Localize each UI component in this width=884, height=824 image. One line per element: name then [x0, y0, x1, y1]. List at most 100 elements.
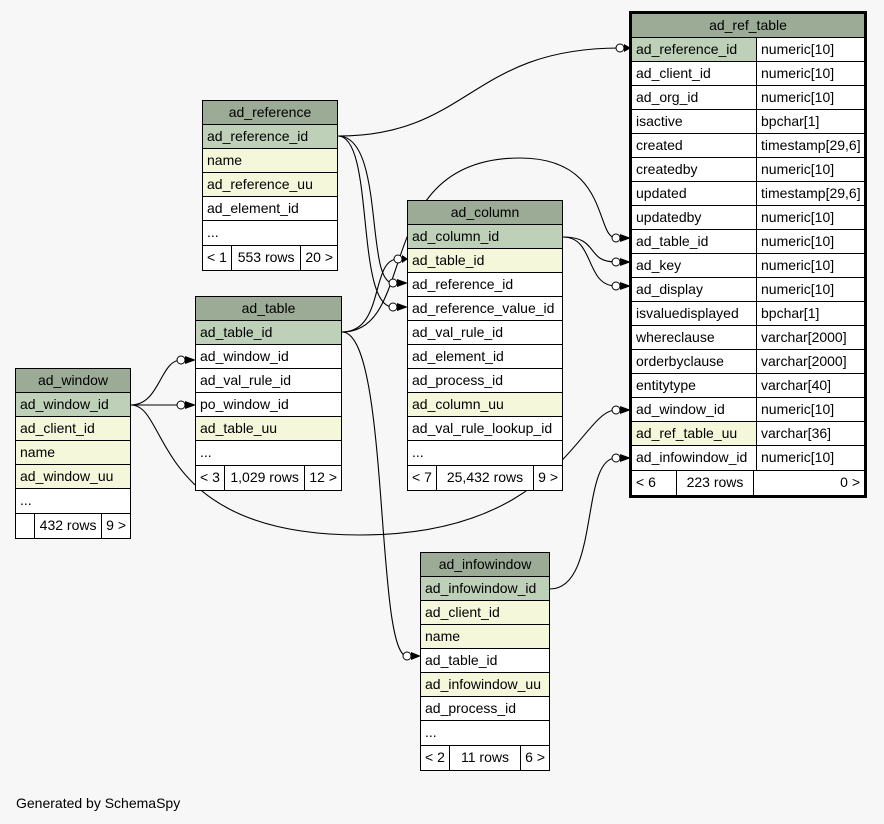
- column-row[interactable]: ad_element_id: [203, 197, 337, 221]
- column-row[interactable]: ad_client_id: [421, 601, 549, 625]
- column-row[interactable]: name: [203, 149, 337, 173]
- edge-ref-table-key: [562, 236, 617, 263]
- column-name: ad_reference_uu: [203, 173, 337, 196]
- column-row[interactable]: ad_reference_id: [408, 273, 562, 297]
- column-name: ad_window_id: [632, 398, 756, 421]
- column-name: isactive: [632, 110, 756, 133]
- children-count[interactable]: 9 >: [533, 466, 562, 490]
- column-row[interactable]: ad_table_id: [408, 249, 562, 273]
- column-name: ad_element_id: [408, 345, 562, 368]
- column-row[interactable]: ...: [16, 489, 130, 513]
- children-count[interactable]: 0 >: [753, 471, 864, 495]
- children-count[interactable]: 20 >: [300, 246, 337, 270]
- row-count: 25,432 rows: [435, 466, 533, 490]
- column-row[interactable]: ad_process_id: [421, 697, 549, 721]
- edge-ref-table-table: [341, 157, 617, 333]
- column-name: name: [203, 149, 337, 172]
- column-row[interactable]: ad_element_id: [408, 345, 562, 369]
- column-row[interactable]: ad_infowindow_id: [421, 577, 549, 601]
- column-name: ad_val_rule_id: [408, 321, 562, 344]
- column-row[interactable]: ad_table_id: [196, 321, 341, 345]
- column-row[interactable]: ad_val_rule_lookup_id: [408, 417, 562, 441]
- column-name: ad_client_id: [16, 417, 130, 440]
- children-count[interactable]: 6 >: [520, 746, 549, 770]
- parents-count[interactable]: < 3: [200, 469, 220, 485]
- column-row[interactable]: ad_table_id: [421, 649, 549, 673]
- column-row[interactable]: ad_infowindow_uu: [421, 673, 549, 697]
- column-row[interactable]: ad_process_id: [408, 369, 562, 393]
- table-title: ad_column: [408, 201, 562, 225]
- column-row[interactable]: ad_window_uu: [16, 465, 130, 489]
- column-row[interactable]: ad_reference_value_id: [408, 297, 562, 321]
- column-row[interactable]: ...: [408, 441, 562, 465]
- parents-count[interactable]: < 6: [636, 474, 656, 490]
- parents-count[interactable]: [16, 514, 34, 538]
- row-count: 553 rows: [230, 246, 301, 270]
- column-row[interactable]: ...: [203, 221, 337, 245]
- column-type: numeric[10]: [756, 206, 864, 229]
- table-footer: < 6 223 rows 0 >: [632, 471, 864, 495]
- table-title: ad_ref_table: [632, 14, 864, 38]
- column-name: ad_display: [632, 278, 756, 301]
- column-name: ad_table_id: [408, 249, 562, 272]
- table-footer: < 2 11 rows 6 >: [421, 746, 549, 770]
- column-row[interactable]: ad_val_rule_id: [196, 369, 341, 393]
- column-name: ad_val_rule_lookup_id: [408, 417, 562, 440]
- column-row[interactable]: ad_reference_uu: [203, 173, 337, 197]
- column-name: ad_infowindow_uu: [421, 673, 549, 696]
- column-row[interactable]: ad_table_uu: [196, 417, 341, 441]
- column-row[interactable]: ...: [196, 441, 341, 465]
- parents-count[interactable]: < 2: [425, 749, 445, 765]
- generated-by-credit: Generated by SchemaSpy: [16, 795, 181, 811]
- column-row[interactable]: name: [16, 441, 130, 465]
- column-row[interactable]: po_window_id: [196, 393, 341, 417]
- table-footer: < 1 553 rows 20 >: [203, 246, 337, 270]
- column-row[interactable]: name: [421, 625, 549, 649]
- column-row[interactable]: ad_column_id: [408, 225, 562, 249]
- column-row[interactable]: ad_window_id: [16, 393, 130, 417]
- column-row[interactable]: ad_reference_id: [203, 125, 337, 149]
- parents-count[interactable]: < 7: [412, 469, 432, 485]
- children-count[interactable]: 12 >: [304, 466, 341, 490]
- children-count[interactable]: 9 >: [101, 514, 130, 538]
- parents-count[interactable]: < 1: [207, 249, 227, 265]
- column-row[interactable]: ad_client_id: [16, 417, 130, 441]
- column-row[interactable]: ad_column_uu: [408, 393, 562, 417]
- column-type: varchar[2000]: [756, 350, 864, 373]
- table-title: ad_table: [196, 297, 341, 321]
- column-name: isvaluedisplayed: [632, 302, 756, 325]
- column-row[interactable]: ...: [421, 721, 549, 745]
- table-title: ad_window: [16, 369, 130, 393]
- column-name: po_window_id: [196, 393, 341, 416]
- table-footer: < 7 25,432 rows 9 >: [408, 466, 562, 490]
- column-name: ...: [203, 221, 337, 245]
- column-type: bpchar[1]: [756, 110, 864, 133]
- column-row[interactable]: ad_val_rule_id: [408, 321, 562, 345]
- column-name: name: [421, 625, 549, 648]
- column-row[interactable]: ad_window_id: [196, 345, 341, 369]
